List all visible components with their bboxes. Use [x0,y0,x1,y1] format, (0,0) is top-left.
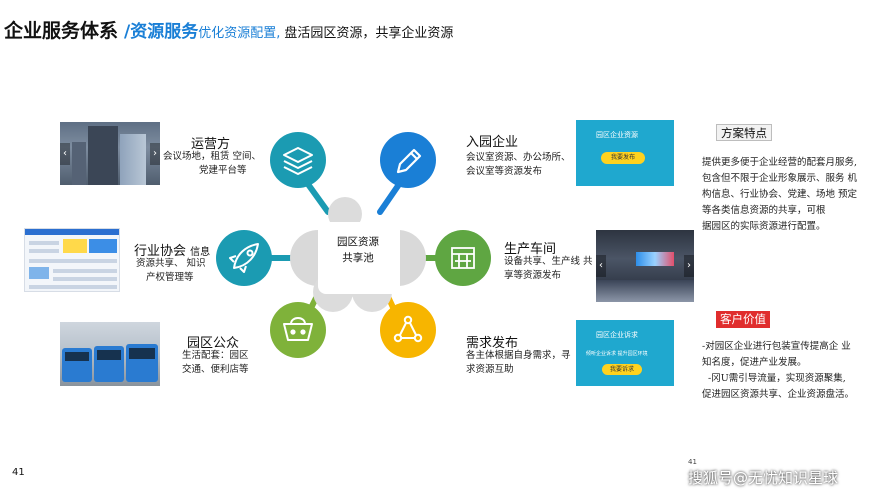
page-number: 41 [12,467,25,478]
hub-label-line1: 园区资源 [337,236,379,248]
pencil-icon [396,148,422,174]
workshop-icon [451,247,475,269]
carousel-next-icon[interactable]: › [684,255,694,277]
association-website-screenshot [24,228,120,292]
operator-photo-carousel[interactable]: ‹ › [60,122,160,185]
publish-button[interactable]: 我要发布 [601,152,645,164]
node-workshop-circle [435,230,491,286]
carousel-next-icon[interactable]: › [150,142,160,165]
node-public-circle [270,302,326,358]
carousel-prev-icon[interactable]: ‹ [60,142,70,165]
carousel-prev-icon[interactable]: ‹ [596,255,606,277]
share-nodes-icon [393,315,423,343]
workshop-label: 生产车间 [504,242,557,257]
basket-icon [283,317,313,341]
node-enter-circle [380,132,436,188]
workshop-hall-carousel[interactable]: ‹ › [596,230,694,302]
operator-desc: 会议场地，租赁 空间、 党建平台等 [163,151,262,176]
resource-publish-card: 园区企业资源 我要发布 [576,120,674,186]
appeal-card-subtitle: 倾听企业诉求 提升园区环境 [586,351,648,357]
hub-cloud [290,197,426,312]
page-header: 企业服务体系 /资源服务 优化资源配置, 盘活园区资源，共享企业资源 [4,16,453,50]
operator-label: 运营方 [191,137,231,152]
enter-label: 入园企业 [466,135,519,150]
public-bus-photo [60,322,160,386]
appeal-card-title: 园区企业诉求 [596,331,638,339]
node-operator-circle [270,132,326,188]
customer-value-tag: 客户价值 [716,311,770,328]
node-association-circle [216,230,272,286]
public-label: 园区公众 [187,336,240,351]
plan-features-tag: 方案特点 [716,124,772,141]
enter-desc: 会议室资源、办公场所、 会议室等资源发布 [466,152,571,177]
hub-label-line2: 共享池 [342,252,374,264]
resource-card-title: 园区企业资源 [596,131,638,139]
watermark-page-ref: 41 [688,458,697,466]
workshop-desc: 设备共享、生产线 共 享等资源发布 [504,256,593,281]
public-desc: 生活配套：园区 交通、便利店等 [182,350,249,375]
demand-desc: 各主体根据自身需求，寻 求资源互助 [466,350,571,375]
node-demand-circle [380,302,436,358]
association-desc: 资源共享、 知识 产权管理等 [136,258,206,283]
demand-label: 需求发布 [466,336,519,351]
layers-icon [283,147,313,175]
association-label: 行业协会 信息 [134,244,211,259]
page-tagline: 盘活园区资源，共享企业资源 [284,26,454,41]
plan-features-text: 提供更多便于企业经营的配套月服务, 包含但不限于企业形象展示、服务 机 构信息、… [702,157,858,232]
section-subtitle: 优化资源配置, [198,26,281,41]
page-title: 企业服务体系 [4,20,119,42]
source-watermark: 搜狐号@无忧知识星球 [688,469,839,487]
customer-value-text: -对园区企业进行包装宣传提高企 业 知名度，促进产业发展。 -冈U需引导流量，实… [702,341,855,400]
section-title: /资源服务 [124,22,199,42]
hub-label: 园区资源 共享池 [318,234,398,266]
rocket-icon [229,243,259,273]
appeal-card: 园区企业诉求 倾听企业诉求 提升园区环境 我要诉求 [576,320,674,386]
appeal-button[interactable]: 我要诉求 [602,364,642,375]
